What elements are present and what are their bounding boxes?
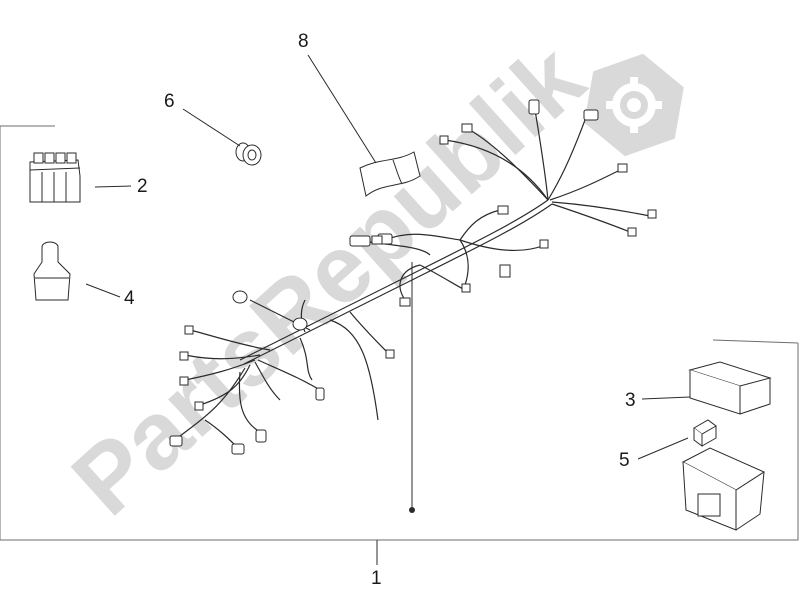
leader-line-3	[641, 396, 691, 400]
rubber-boot-part	[33, 241, 71, 301]
fuse-part	[693, 419, 717, 447]
terminal-block-part	[29, 152, 81, 203]
watermark-text: PartsRepublik	[52, 24, 604, 536]
tape-part	[359, 151, 421, 197]
watermark: PartsRepublik	[52, 24, 604, 536]
callout-4: 4	[124, 288, 135, 309]
leader-line-6	[182, 108, 241, 147]
callout-8: 8	[298, 31, 309, 52]
foam-pad-part	[688, 361, 772, 415]
callout-1: 1	[371, 568, 382, 589]
kit-frame	[0, 125, 799, 541]
leader-line-5	[637, 437, 689, 460]
callout-3: 3	[625, 390, 636, 411]
wiring-harness-part	[174, 109, 651, 451]
leader-line-4	[85, 283, 121, 298]
callout-6: 6	[164, 91, 175, 112]
leader-line-8	[307, 54, 377, 164]
grommet-part	[235, 142, 262, 166]
callout-2: 2	[137, 176, 148, 197]
leader-dot-harness	[409, 507, 415, 513]
callout-5: 5	[619, 450, 630, 471]
gear-icon	[584, 53, 684, 157]
harness-connectors	[169, 99, 657, 455]
fuse-box-part	[681, 447, 766, 531]
leader-line-2	[94, 185, 132, 188]
